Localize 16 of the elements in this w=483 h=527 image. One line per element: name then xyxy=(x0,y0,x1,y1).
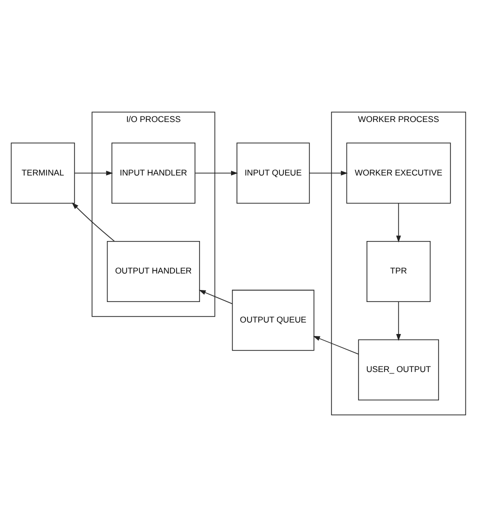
node-box: INPUT QUEUE xyxy=(236,142,310,204)
node-box: TPR xyxy=(366,241,431,302)
node-box: TERMINAL xyxy=(10,142,75,204)
arrow xyxy=(313,336,359,354)
arrow xyxy=(309,170,348,176)
node-box: USER_ OUTPUT xyxy=(358,339,439,400)
node-box: WORKER EXECUTIVE xyxy=(346,142,451,204)
node-box: INPUT HANDLER xyxy=(112,142,196,204)
arrow xyxy=(396,302,401,341)
node-box: OUTPUT QUEUE xyxy=(232,290,314,351)
arrow xyxy=(194,170,238,176)
arrow xyxy=(198,290,233,304)
arrow xyxy=(74,170,113,176)
arrow xyxy=(396,203,401,242)
arrow xyxy=(72,202,115,242)
node-box: OUTPUT HANDLER xyxy=(106,241,200,302)
